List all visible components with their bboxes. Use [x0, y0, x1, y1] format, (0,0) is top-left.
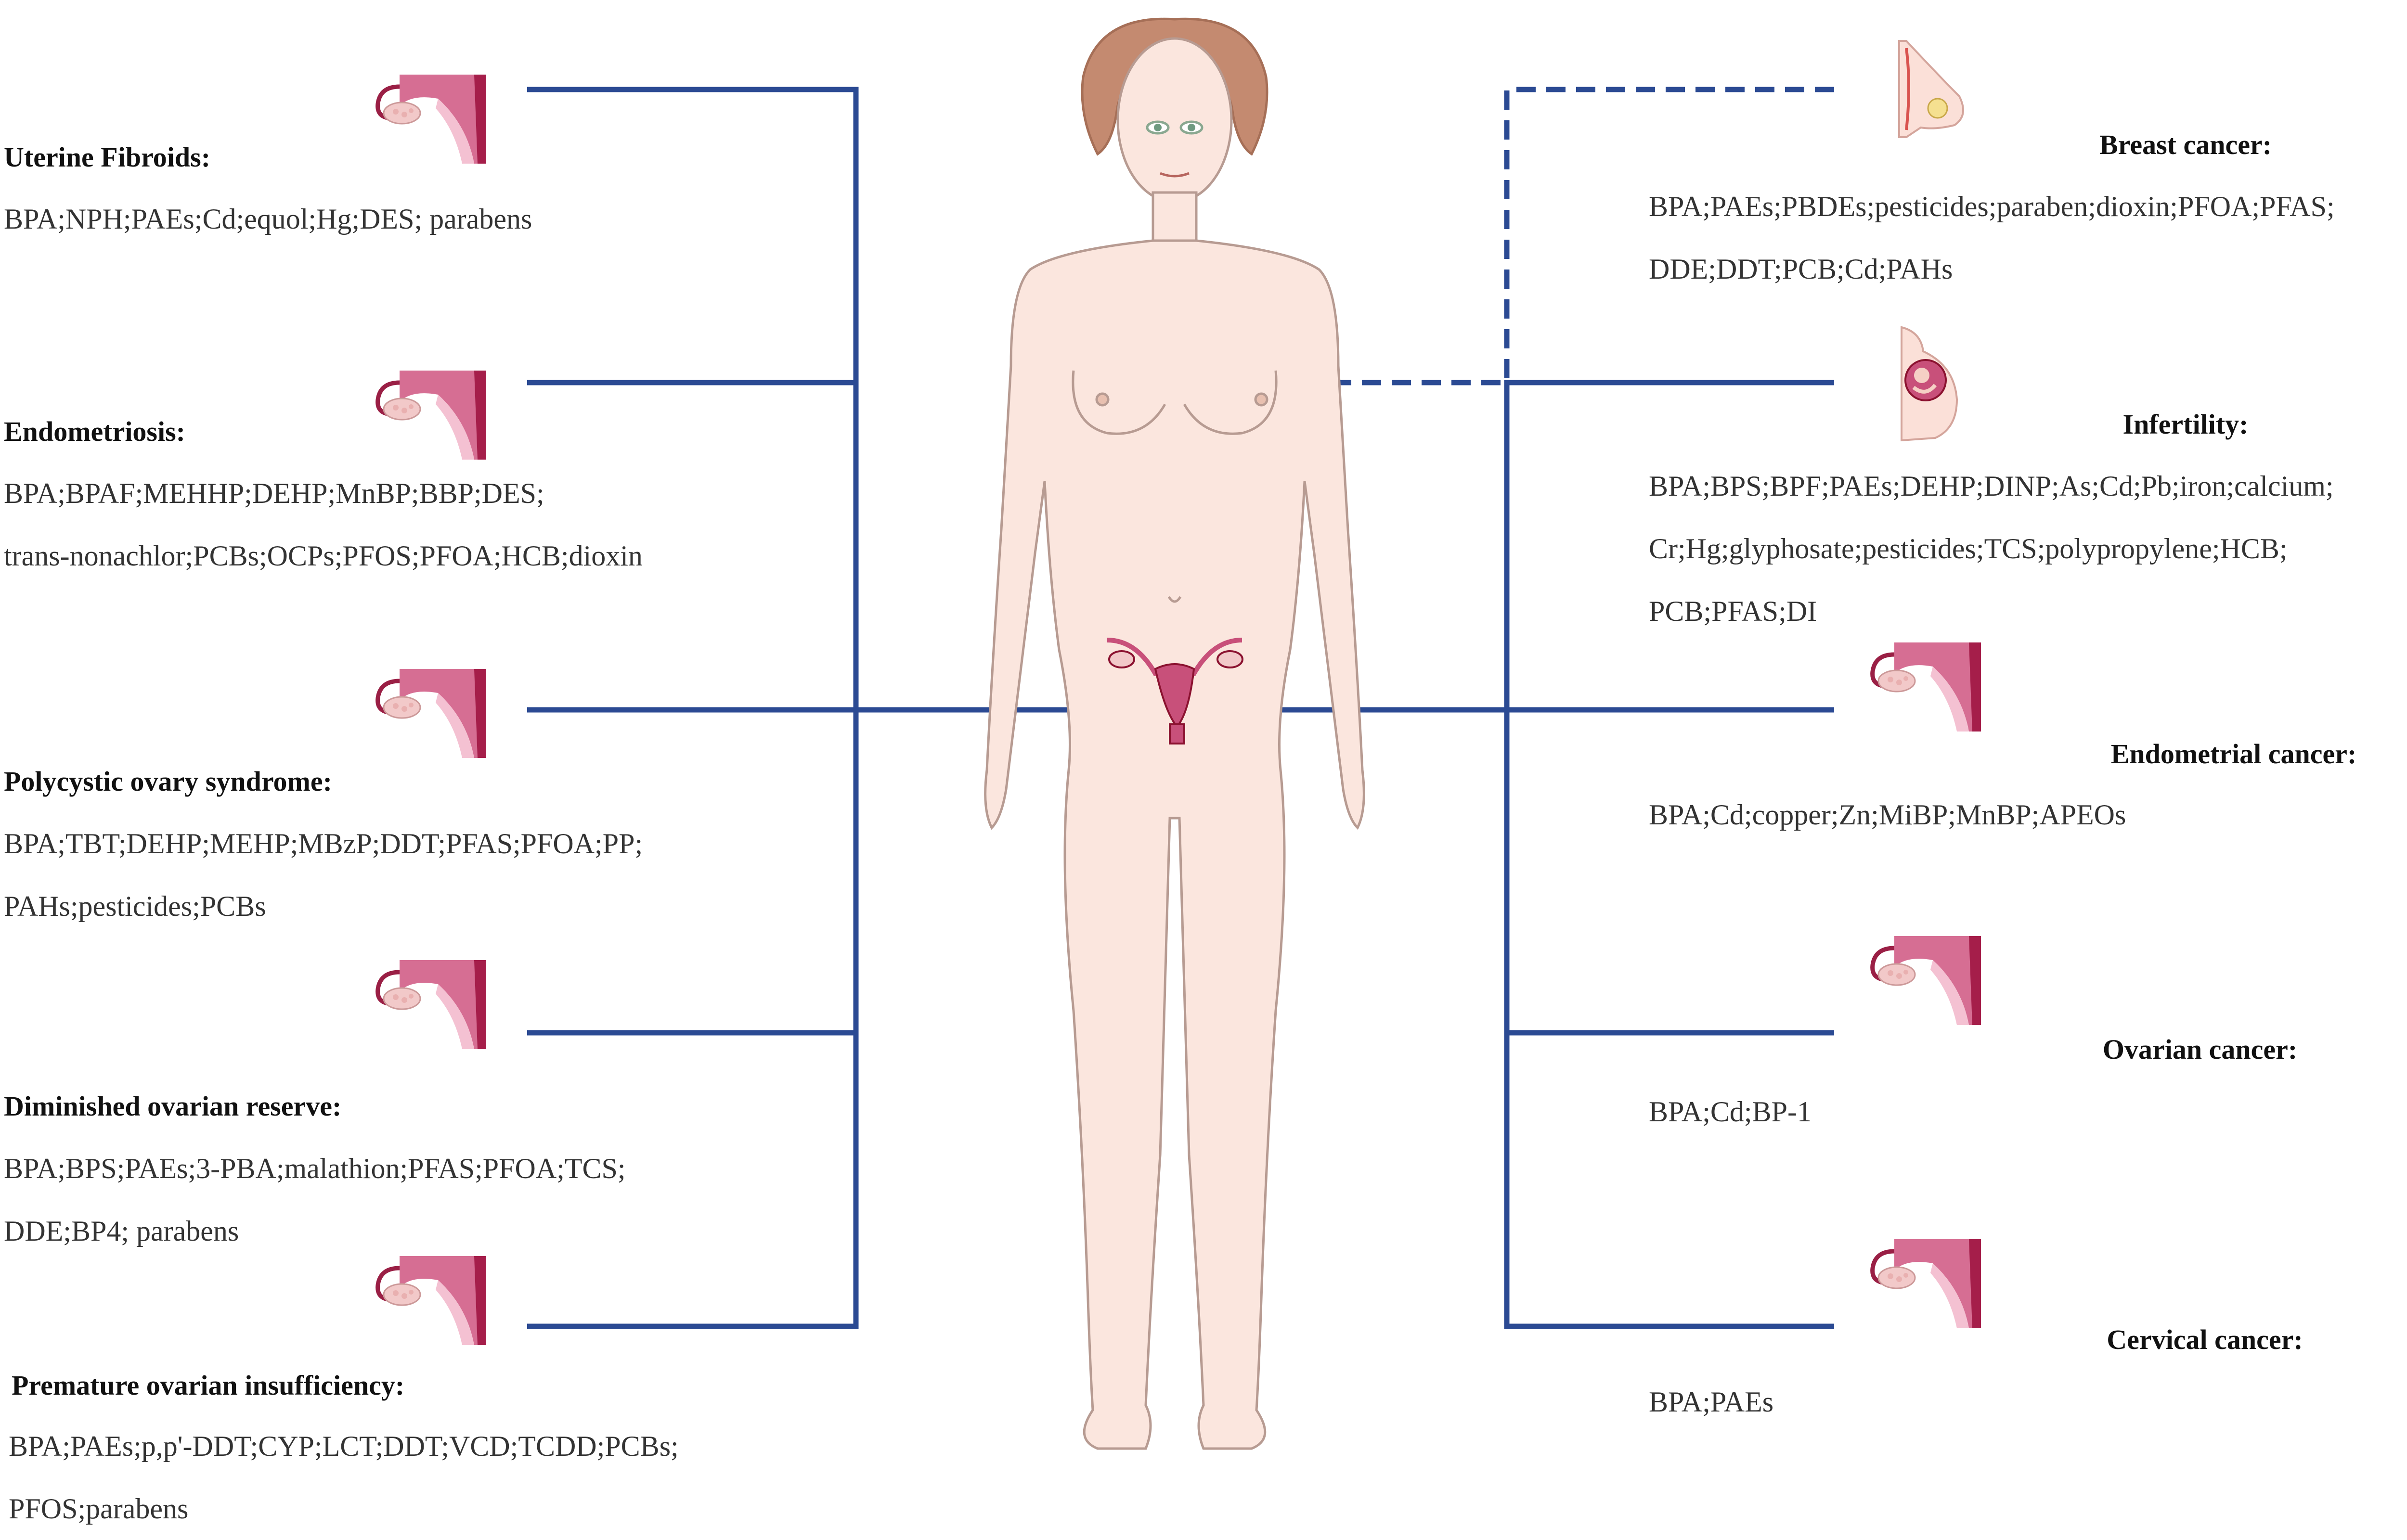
agent-line: BPA;BPAF;MEHHP;DEHP;MnBP;BBP;DES; [4, 477, 544, 509]
condition-title-breast-cancer: Breast cancer: [2099, 129, 2272, 160]
condition-agents-premature-ovarian-insufficiency: BPA;PAEs;p,p'-DDT;CYP;LCT;DDT;VCD;TCDD;P… [9, 1415, 679, 1540]
condition-agents-endometriosis: BPA;BPAF;MEHHP;DEHP;MnBP;BBP;DES; trans-… [4, 462, 643, 587]
uterus-icon [378, 960, 486, 1049]
condition-agents-breast-cancer: BPA;PAEs;PBDEs;pesticides;paraben;dioxin… [1649, 175, 2335, 300]
condition-agents-diminished-ovarian-reserve: BPA;BPS;PAEs;3-PBA;malathion;PFAS;PFOA;T… [4, 1137, 626, 1262]
agent-line: DDE;DDT;PCB;Cd;PAHs [1649, 253, 1953, 285]
uterus-icon [378, 1256, 486, 1345]
agent-line: PFOS;parabens [9, 1493, 189, 1525]
agent-line: Cr;Hg;glyphosate;pesticides;TCS;polyprop… [1649, 533, 2288, 565]
condition-title-diminished-ovarian-reserve: Diminished ovarian reserve: [4, 1091, 342, 1122]
condition-title-pcos: Polycystic ovary syndrome: [4, 766, 332, 797]
agent-line: DDE;BP4; parabens [4, 1215, 239, 1247]
uterus-icon [1873, 936, 1981, 1025]
agent-line: PCB;PFAS;DI [1649, 595, 1817, 627]
uterus-icon [378, 75, 486, 164]
condition-title-infertility: Infertility: [2122, 409, 2249, 440]
female-body-figure [984, 17, 1365, 1450]
agent-line: BPA;Cd;copper;Zn;MiBP;MnBP;APEOs [1649, 799, 2126, 831]
uterus-icon [1873, 642, 1981, 732]
left-connectors [527, 87, 1126, 1329]
agent-line: BPA;PAEs [1649, 1386, 1774, 1418]
condition-title-premature-ovarian-insufficiency: Premature ovarian insufficiency: [12, 1370, 405, 1401]
agent-line: trans-nonachlor;PCBs;OCPs;PFOS;PFOA;HCB;… [4, 540, 643, 572]
uterus-icon [378, 371, 486, 460]
condition-title-cervical-cancer: Cervical cancer: [2107, 1324, 2303, 1355]
condition-title-ovarian-cancer: Ovarian cancer: [2102, 1034, 2298, 1065]
condition-agents-pcos: BPA;TBT;DEHP;MEHP;MBzP;DDT;PFAS;PFOA;PP;… [4, 812, 643, 937]
agent-line: BPA;PAEs;p,p'-DDT;CYP;LCT;DDT;VCD;TCDD;P… [9, 1430, 679, 1462]
breast-icon [1898, 40, 1964, 138]
uterus-icon [1873, 1239, 1981, 1328]
agent-line: BPA;TBT;DEHP;MEHP;MBzP;DDT;PFAS;PFOA;PP; [4, 828, 643, 860]
figure-reproductive-organ [1107, 638, 1243, 744]
pregnancy-icon [1901, 326, 1958, 442]
condition-agents-uterine-fibroids: BPA;NPH;PAEs;Cd;equol;Hg;DES; parabens [4, 188, 532, 250]
condition-agents-infertility: BPA;BPS;BPF;PAEs;DEHP;DINP;As;Cd;Pb;iron… [1649, 455, 2407, 642]
uterus-icon [378, 669, 486, 758]
breast-dashed-connector [1260, 87, 1834, 385]
agent-line: BPA;BPS;BPF;PAEs;DEHP;DINP;As;Cd;Pb;iron… [1649, 470, 2334, 502]
condition-title-uterine-fibroids: Uterine Fibroids: [4, 141, 211, 173]
condition-title-endometrial-cancer: Endometrial cancer: [2110, 738, 2357, 770]
condition-agents-endometrial-cancer: BPA;Cd;copper;Zn;MiBP;MnBP;APEOs [1649, 783, 2126, 846]
agent-line: BPA;BPS;PAEs;3-PBA;malathion;PFAS;PFOA;T… [4, 1153, 626, 1184]
agent-line: BPA;NPH;PAEs;Cd;equol;Hg;DES; parabens [4, 203, 532, 235]
condition-agents-ovarian-cancer: BPA;Cd;BP-1 [1649, 1080, 1812, 1143]
agent-line: BPA;PAEs;PBDEs;pesticides;paraben;dioxin… [1649, 191, 2335, 222]
agent-line: BPA;Cd;BP-1 [1649, 1096, 1812, 1128]
condition-title-endometriosis: Endometriosis: [4, 416, 185, 447]
agent-line: PAHs;pesticides;PCBs [4, 890, 266, 922]
condition-agents-cervical-cancer: BPA;PAEs [1649, 1371, 1773, 1433]
